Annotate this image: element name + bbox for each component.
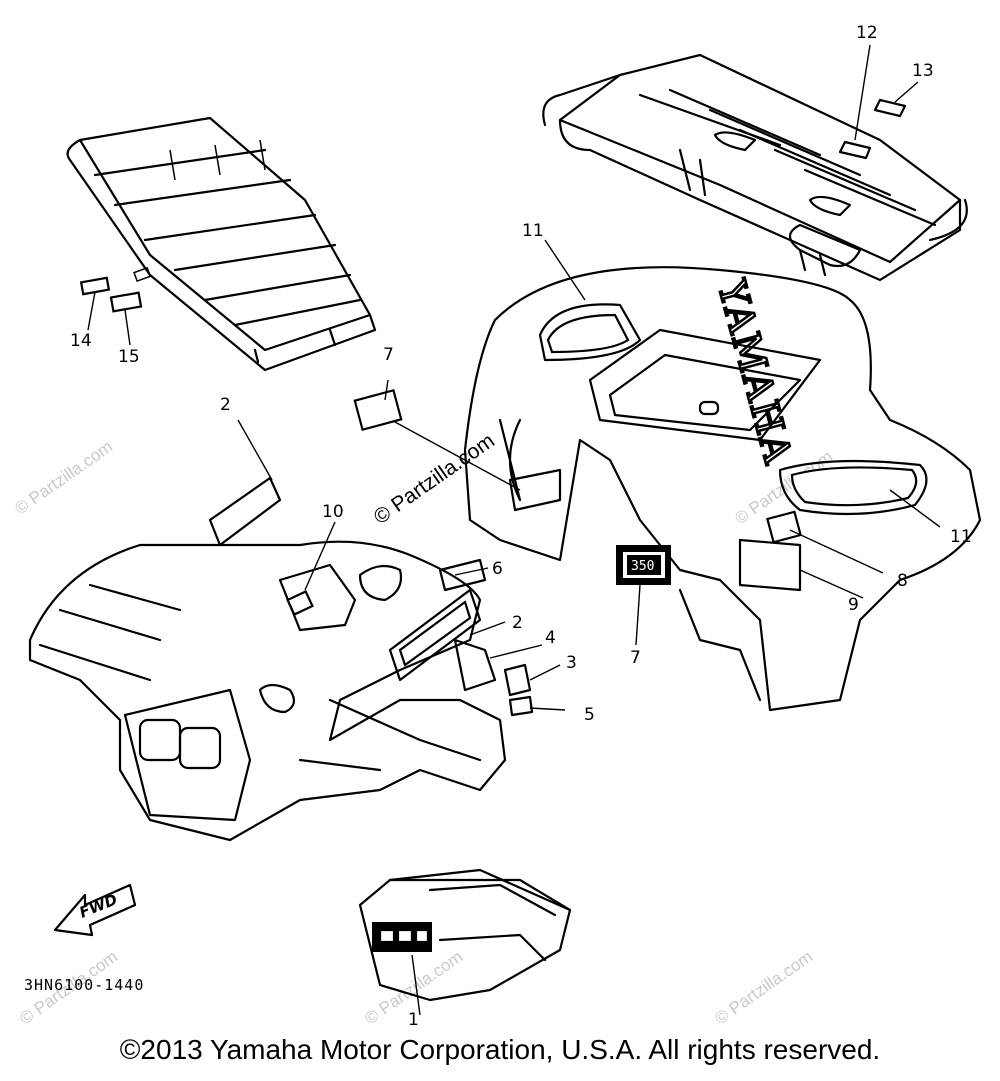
callout-11-top: 11	[522, 221, 544, 241]
decal-350-text: 350	[631, 559, 654, 574]
callout-15: 15	[118, 347, 140, 367]
callout-7-upper: 7	[383, 345, 394, 365]
callout-10: 10	[322, 502, 344, 522]
rear-fender: YAMAHA	[463, 266, 982, 712]
callout-numbers: 1 2 2 3 4 5 6 7 7 8 9 10 11 11 12 13 14 …	[70, 23, 972, 1030]
callout-11-right: 11	[950, 527, 972, 547]
fender-decals: 350	[79, 98, 907, 717]
callout-7-lower: 7	[630, 648, 641, 668]
under-tray-part-1	[358, 868, 572, 1002]
front-carrier-rack	[66, 116, 377, 372]
callout-13: 13	[912, 61, 934, 81]
callout-3: 3	[566, 653, 577, 673]
watermark-bottom-right: © Partzilla.com	[711, 947, 816, 1028]
forward-arrow: FWD	[53, 883, 137, 937]
callout-5: 5	[584, 705, 595, 725]
callout-2-upper: 2	[220, 395, 231, 415]
callout-12: 12	[856, 23, 878, 43]
rear-carrier-rack	[542, 53, 968, 282]
copyright-notice: ©2013 Yamaha Motor Corporation, U.S.A. A…	[119, 1034, 881, 1065]
callout-2-lower: 2	[512, 613, 523, 633]
front-fender	[28, 476, 507, 842]
callout-9: 9	[848, 595, 859, 615]
callout-14: 14	[70, 331, 92, 351]
reference-code: 3HN6100-1440	[24, 976, 144, 994]
callout-4: 4	[545, 628, 556, 648]
fwd-label: FWD	[77, 890, 120, 921]
leader-lines	[87, 44, 941, 1016]
watermark-left: © Partzilla.com	[11, 437, 116, 518]
callout-6: 6	[492, 559, 503, 579]
callout-1: 1	[408, 1010, 419, 1030]
callout-8: 8	[897, 571, 908, 591]
